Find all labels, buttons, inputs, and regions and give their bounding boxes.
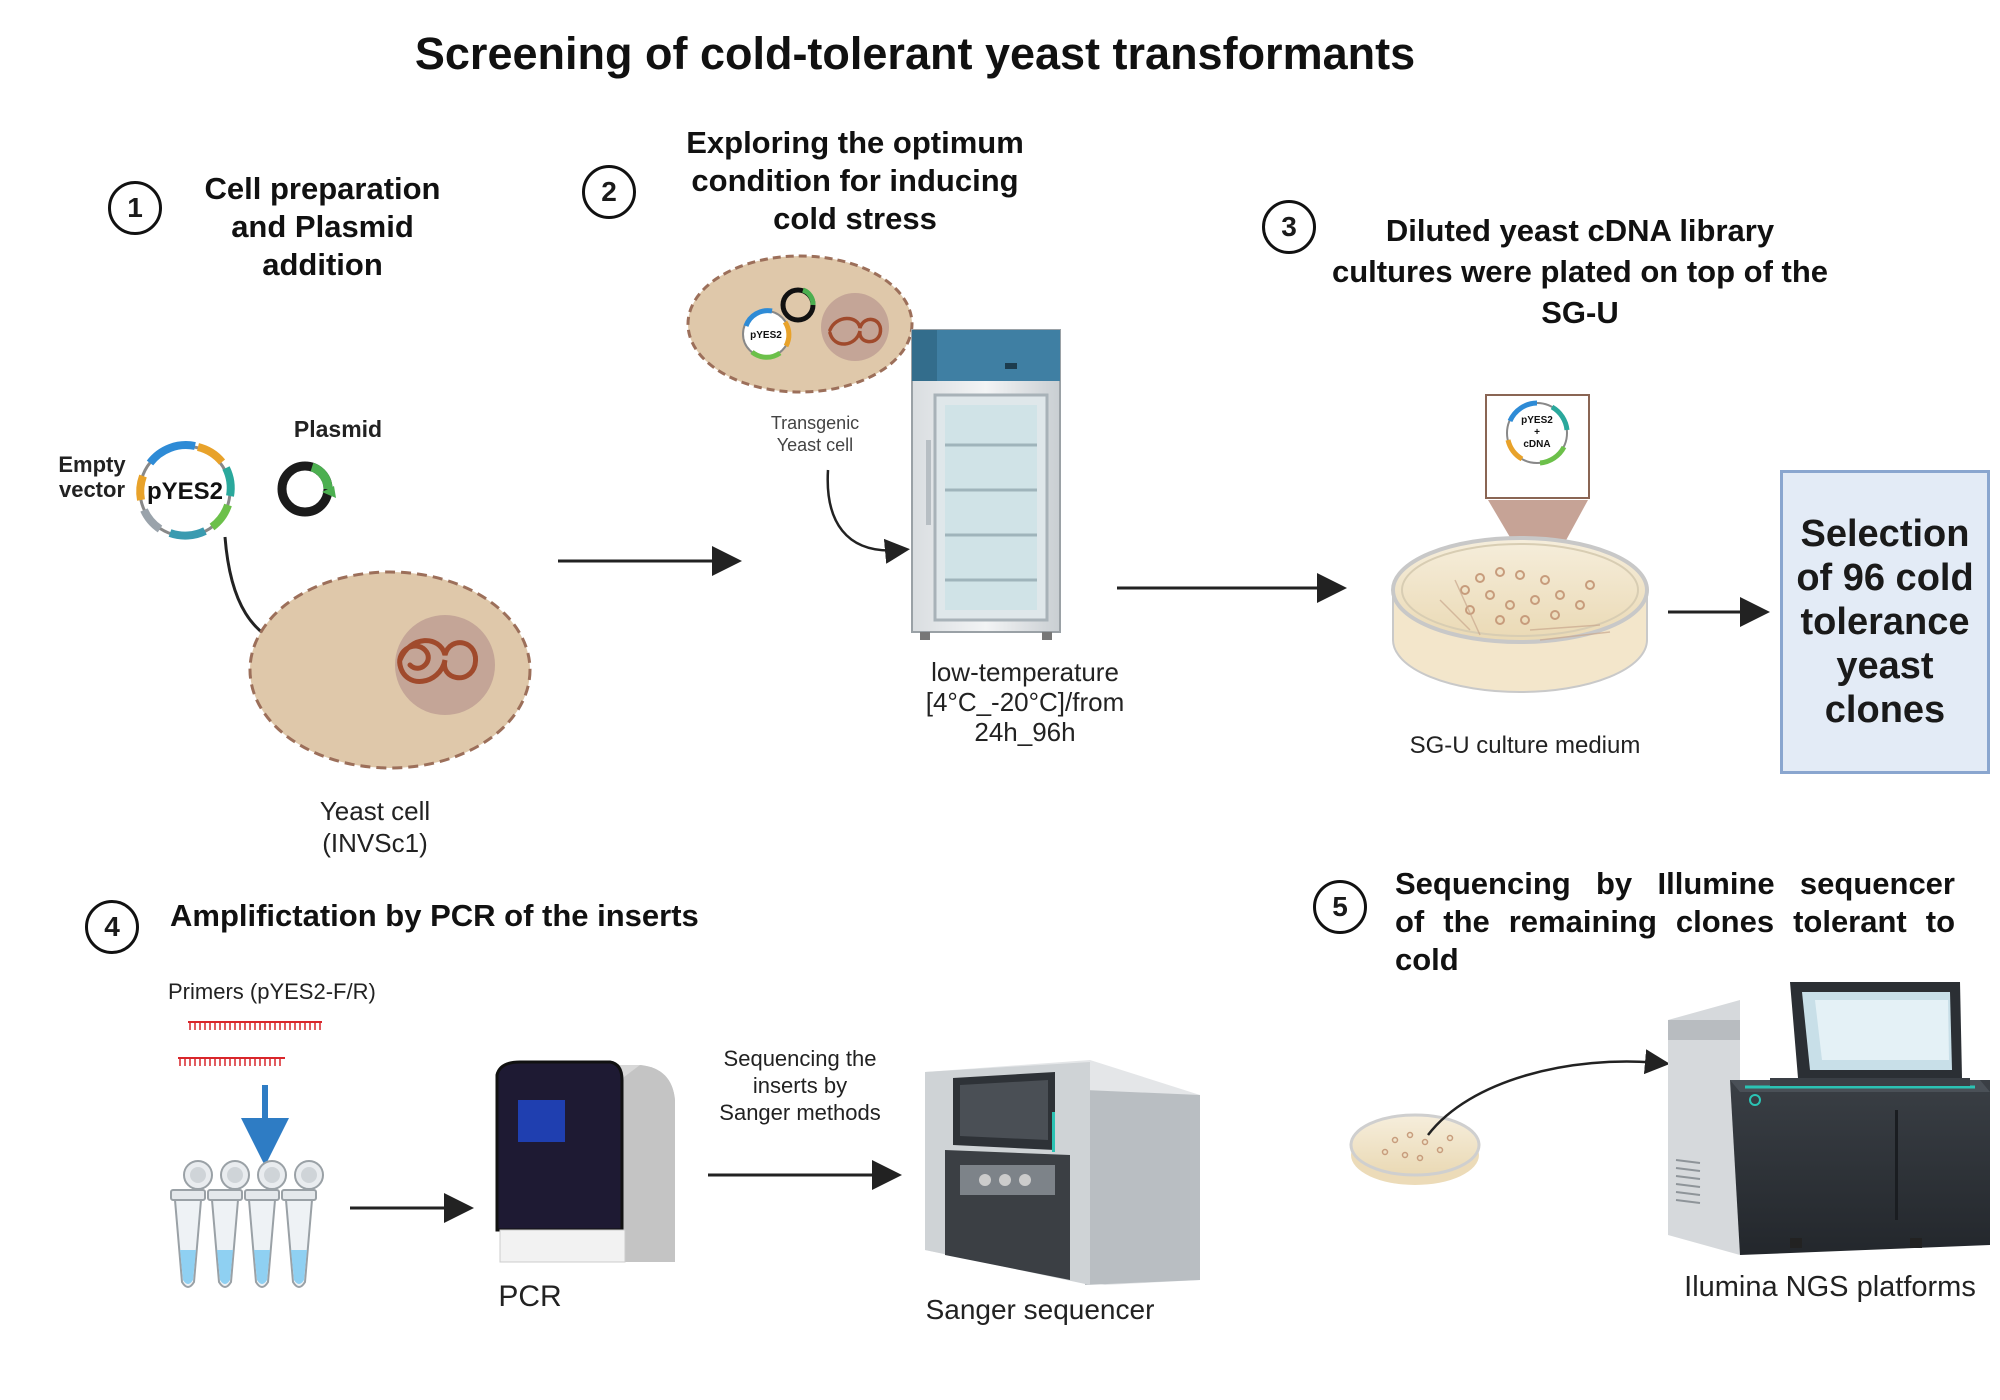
- ngs-platform-label: Ilumina NGS platforms: [1684, 1271, 1976, 1303]
- primer-ticks: [179, 1022, 321, 1066]
- step-5-title: Sequencing by Illumine sequencer of the …: [1395, 866, 1955, 977]
- step-1-title-line: and Plasmid: [231, 209, 414, 244]
- pcr-tubes-icon: [170, 1160, 324, 1288]
- selection-box: Selection of 96 cold tolerance yeast clo…: [1780, 470, 1990, 774]
- step-2-title: Exploring the optimum condition for indu…: [686, 125, 1024, 236]
- yeast-cell-icon: [248, 570, 532, 770]
- illumina-ngs-platform-icon: [1668, 982, 1990, 1255]
- empty-vector-name: pYES2: [147, 478, 223, 505]
- step-4-circle: 4: [85, 900, 139, 954]
- transgenic-cell-icon: pYES2: [686, 254, 914, 394]
- step-1-circle: 1: [108, 181, 162, 235]
- pcr-tube: [170, 1160, 213, 1288]
- step-1-title-line: Cell preparation: [204, 171, 441, 206]
- step-3-circle: 3: [1262, 200, 1316, 254]
- sanger-sequencer-label: Sanger sequencer: [925, 1294, 1155, 1325]
- step-1-title: Cell preparation and Plasmid addition: [180, 170, 465, 284]
- step-1-title-line: addition: [262, 247, 383, 282]
- transgenic-plasmid-name: pYES2: [750, 330, 782, 341]
- pcr-tube: [281, 1160, 324, 1288]
- arrow-dish-to-ngs: [1427, 1049, 1670, 1136]
- low-temperature-label: low-temperature [4°C_-20°C]/from 24h_96h: [925, 657, 1125, 747]
- into-fridge-arrow: [826, 469, 910, 564]
- pcr-tube: [244, 1160, 287, 1288]
- primers-label: Primers (pYES2-F/R): [168, 979, 376, 1004]
- refrigerator-icon: [911, 329, 1061, 640]
- yeast-cell-label: Yeast cell (INVSc1): [319, 796, 431, 858]
- step-5-circle: 5: [1313, 880, 1367, 934]
- transgenic-yeast-label: Transgenic Yeast cell: [770, 413, 860, 455]
- step-3-title: Diluted yeast cDNA library cultures were…: [1331, 213, 1829, 330]
- empty-vector-plasmid-icon: pYES2: [136, 441, 235, 540]
- zoom-line-1: pYES2: [1521, 415, 1553, 426]
- zoom-line-2: +: [1534, 427, 1540, 438]
- zoom-inset-icon: pYES2 + cDNA: [1485, 394, 1590, 499]
- step-4-title: Amplifictation by PCR of the inserts: [170, 898, 699, 933]
- sanger-sequencer-icon: [925, 1060, 1200, 1285]
- plasmid-icon: [277, 461, 336, 517]
- figure-title: Screening of cold-tolerant yeast transfo…: [414, 28, 1416, 79]
- zoom-line-3: cDNA: [1523, 439, 1550, 450]
- step-2-circle: 2: [582, 165, 636, 219]
- pcr-machine-icon: [495, 1060, 675, 1263]
- plasmid-label: Plasmid: [293, 416, 383, 442]
- small-petri-dish-icon: [1349, 1113, 1481, 1185]
- pcr-tube: [207, 1160, 250, 1288]
- sg-u-medium-label: SG-U culture medium: [1409, 732, 1641, 759]
- pcr-label: PCR: [498, 1280, 562, 1313]
- empty-vector-label: Empty vector: [58, 452, 126, 502]
- sanger-methods-label: Sequencing the inserts by Sanger methods: [719, 1046, 881, 1125]
- petri-dish-icon: [1391, 536, 1649, 693]
